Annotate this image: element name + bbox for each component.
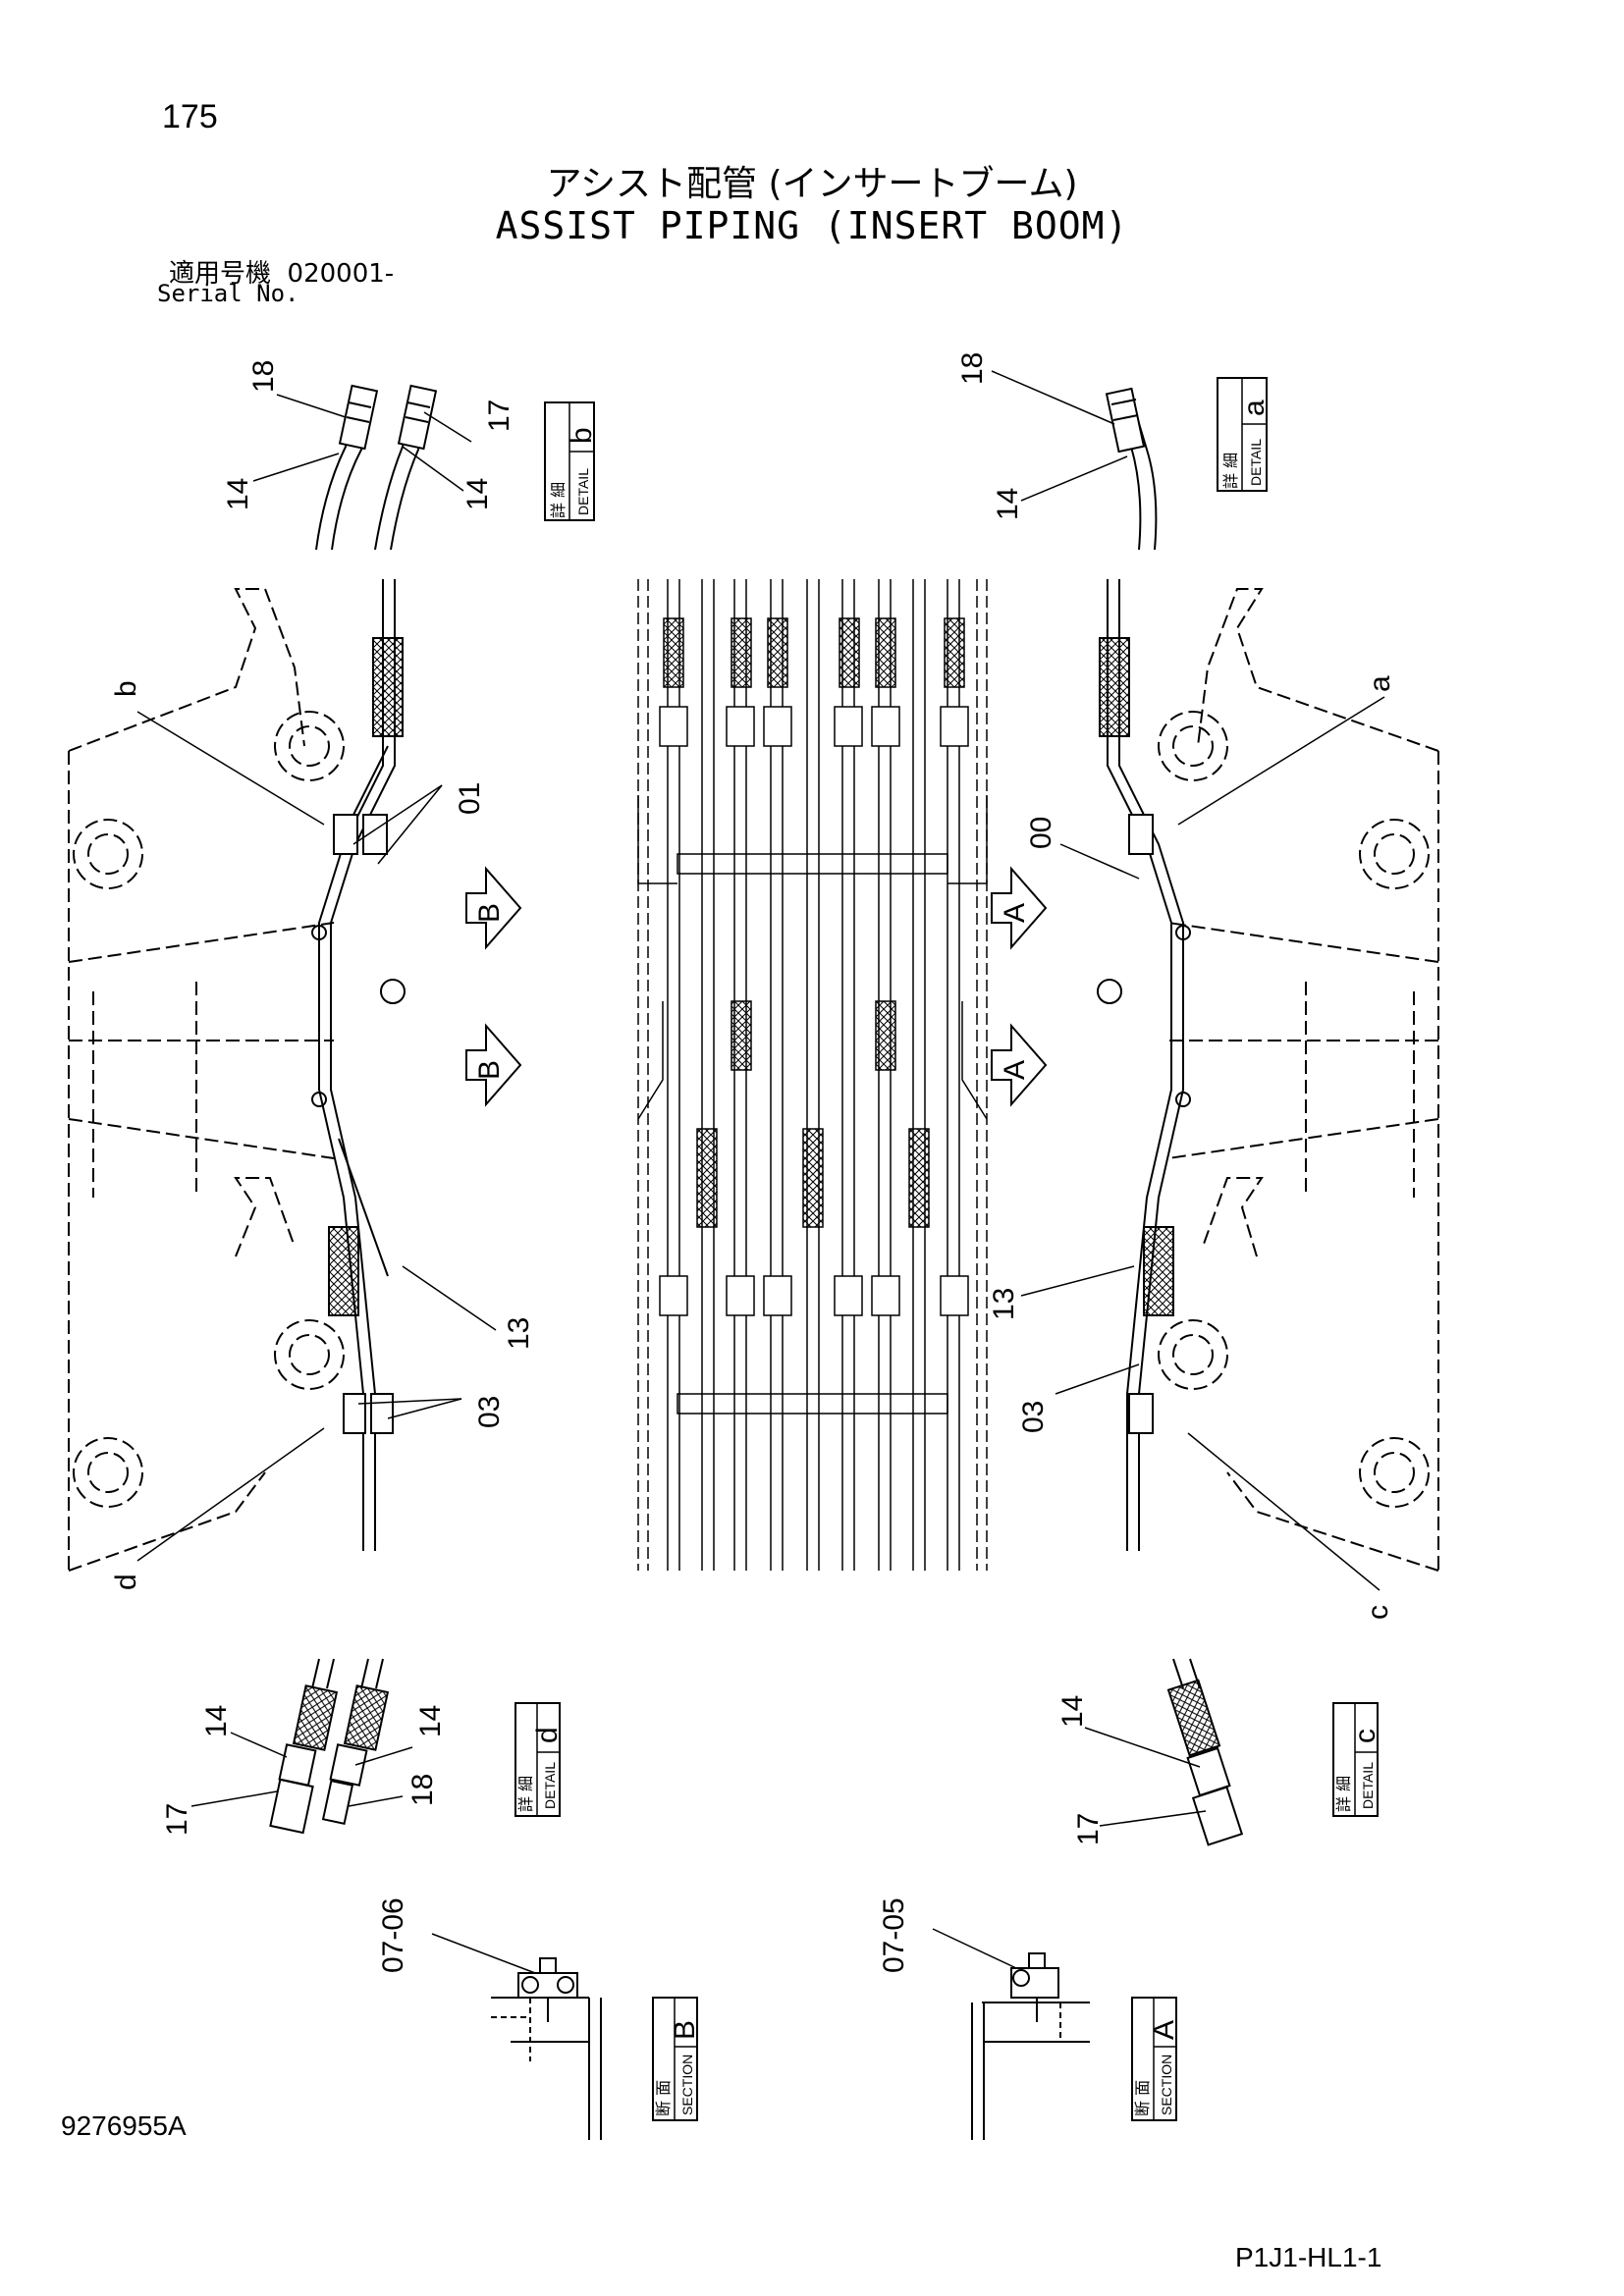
detail-box-a-en: DETAIL [1248,439,1264,486]
view-arrow-a-lower [991,1023,1048,1107]
callout-18: 18 [406,1774,439,1806]
page-code: P1J1-HL1-1 [1235,2242,1382,2272]
section-box-b-letter: B [669,2020,701,2040]
serial-label-jp: 適用号機 020001- [169,253,394,290]
detail-b-leaders [252,394,472,492]
arrow-label-a: A [999,1060,1031,1080]
section-a-view [971,1952,1090,2140]
section-box-a-en: SECTION [1159,2055,1174,2115]
callout-c: c [1362,1605,1394,1620]
drawing-number: 9276955A [61,2110,187,2141]
detail-box-d-en: DETAIL [542,1762,558,1809]
detail-d-view [269,1658,390,1835]
callout-b: b [110,680,142,697]
title-english: ASSIST PIPING (INSERT BOOM) [495,204,1129,247]
callout-03: 03 [473,1396,506,1428]
callout-18: 18 [956,352,989,385]
callout-14: 14 [461,478,494,510]
section-b-view [491,1957,602,2140]
detail-box-d: d 詳 細 DETAIL [514,1702,564,1817]
detail-box-d-jp: 詳 細 [516,1776,535,1812]
detail-box-b-jp: 詳 細 [549,482,568,518]
detail-a-leaders [991,370,1128,502]
title-japanese: アシスト配管 (インサートブーム) [546,164,1078,204]
detail-a-view [1105,387,1158,551]
callout-14: 14 [992,488,1024,520]
callout-17: 17 [1072,1813,1105,1845]
detail-c-leaders [1084,1727,1207,1827]
callout-d: d [110,1574,142,1590]
detail-box-a: a 詳 細 DETAIL [1217,377,1271,492]
callout-00: 00 [1025,817,1057,849]
right-leaders [1020,696,1385,1591]
detail-box-a-letter: a [1238,400,1271,416]
view-arrow-b-lower [465,1023,522,1107]
left-boom-hoses [311,579,406,1551]
serial-value: 020001- [287,259,395,289]
center-plan-view [637,579,988,1571]
callout-18: 18 [247,360,280,393]
callout-03: 03 [1017,1401,1050,1433]
right-boom-frame [1158,588,1439,1572]
callout-13: 13 [988,1288,1020,1320]
section-b-leader [431,1933,536,1974]
callout-07-05: 07-05 [878,1897,910,1973]
detail-c-view [1166,1658,1244,1846]
left-leaders [136,711,497,1562]
detail-box-b-letter: b [566,427,598,444]
callout-14: 14 [1056,1695,1089,1728]
callout-13: 13 [503,1317,535,1350]
callout-14: 14 [414,1705,447,1737]
section-box-b-jp: 断 面 [654,2080,673,2116]
detail-box-b-en: DETAIL [575,468,591,515]
callout-14: 14 [200,1705,233,1737]
callout-01: 01 [454,782,486,815]
detail-d-leaders [190,1732,413,1807]
detail-box-a-jp: 詳 細 [1221,453,1240,489]
detail-box-d-letter: d [531,1727,564,1743]
section-box-a: A 断 面 SECTION [1131,1997,1180,2121]
section-box-b: B 断 面 SECTION [652,1997,701,2121]
detail-box-c-en: DETAIL [1360,1762,1376,1809]
serial-label-jp-text: 適用号機 [169,259,272,289]
callout-17: 17 [161,1803,193,1836]
section-box-a-jp: 断 面 [1133,2080,1152,2116]
section-box-a-letter: A [1148,2020,1180,2040]
right-boom-hoses [1097,579,1191,1551]
detail-box-c: c 詳 細 DETAIL [1332,1702,1381,1817]
section-box-b-en: SECTION [679,2055,695,2115]
detail-box-b: b 詳 細 DETAIL [544,401,598,521]
serial-label-en: Serial No. [157,280,299,307]
page-number: 175 [162,98,218,135]
detail-box-c-jp: 詳 細 [1334,1776,1353,1812]
view-arrow-a-upper [991,866,1048,950]
arrow-label-b: B [473,1060,506,1080]
arrow-label-b: B [473,903,506,923]
detail-b-view [315,384,438,551]
section-a-leader [932,1928,1017,1969]
arrow-label-a: A [999,903,1031,923]
detail-box-c-letter: c [1349,1729,1381,1743]
callout-17: 17 [483,400,515,432]
callout-14: 14 [222,478,254,510]
left-boom-frame [68,588,345,1572]
callout-a: a [1364,675,1396,692]
callout-07-06: 07-06 [377,1897,409,1973]
view-arrow-b-upper [465,866,522,950]
